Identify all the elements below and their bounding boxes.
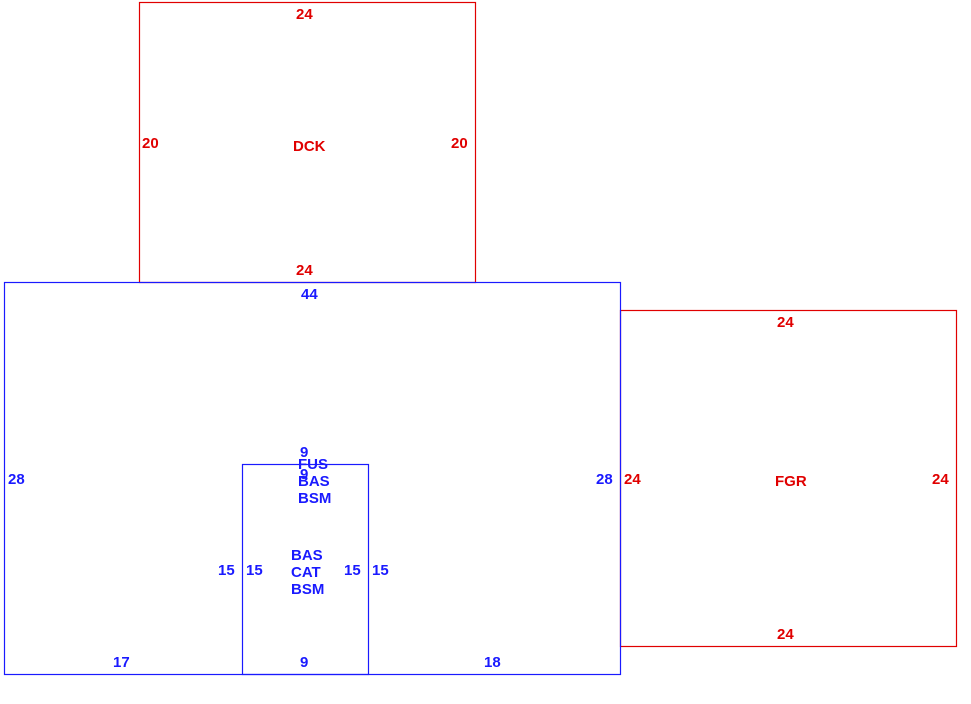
main-label-bsm: BSM — [298, 490, 331, 507]
dck-right-dim: 20 — [451, 135, 468, 152]
main-left-dim: 28 — [8, 471, 25, 488]
main-label-bas: BAS — [298, 473, 330, 490]
inner-left-inner-dim: 15 — [246, 562, 263, 579]
main-bottom-left-dim: 17 — [113, 654, 130, 671]
inner-left-outer-dim: 15 — [218, 562, 235, 579]
inner-right-outer-dim: 15 — [372, 562, 389, 579]
inner-right-inner-dim: 15 — [344, 562, 361, 579]
dck-top-dim: 24 — [296, 6, 313, 23]
main-top-dim: 44 — [301, 286, 318, 303]
main-upper-dim-a: 9 — [300, 444, 308, 461]
inner-label-bsm: BSM — [291, 581, 324, 598]
inner-label-bas: BAS — [291, 547, 323, 564]
main-right-dim: 28 — [596, 471, 613, 488]
main-label-fus: FUS — [298, 456, 328, 473]
fgr-left-dim: 24 — [624, 471, 641, 488]
fgr-bottom-dim: 24 — [777, 626, 794, 643]
fgr-top-dim: 24 — [777, 314, 794, 331]
inner-label-cat: CAT — [291, 564, 321, 581]
dck-name: DCK — [293, 138, 326, 155]
inner-bottom-dim: 9 — [300, 654, 308, 671]
dck-left-dim: 20 — [142, 135, 159, 152]
inner-outline — [241, 463, 370, 676]
fgr-name: FGR — [775, 473, 807, 490]
main-bottom-right-dim: 18 — [484, 654, 501, 671]
fgr-right-dim: 24 — [932, 471, 949, 488]
main-upper-dim-b: 9 — [300, 466, 308, 483]
dck-bottom-dim: 24 — [296, 262, 313, 279]
